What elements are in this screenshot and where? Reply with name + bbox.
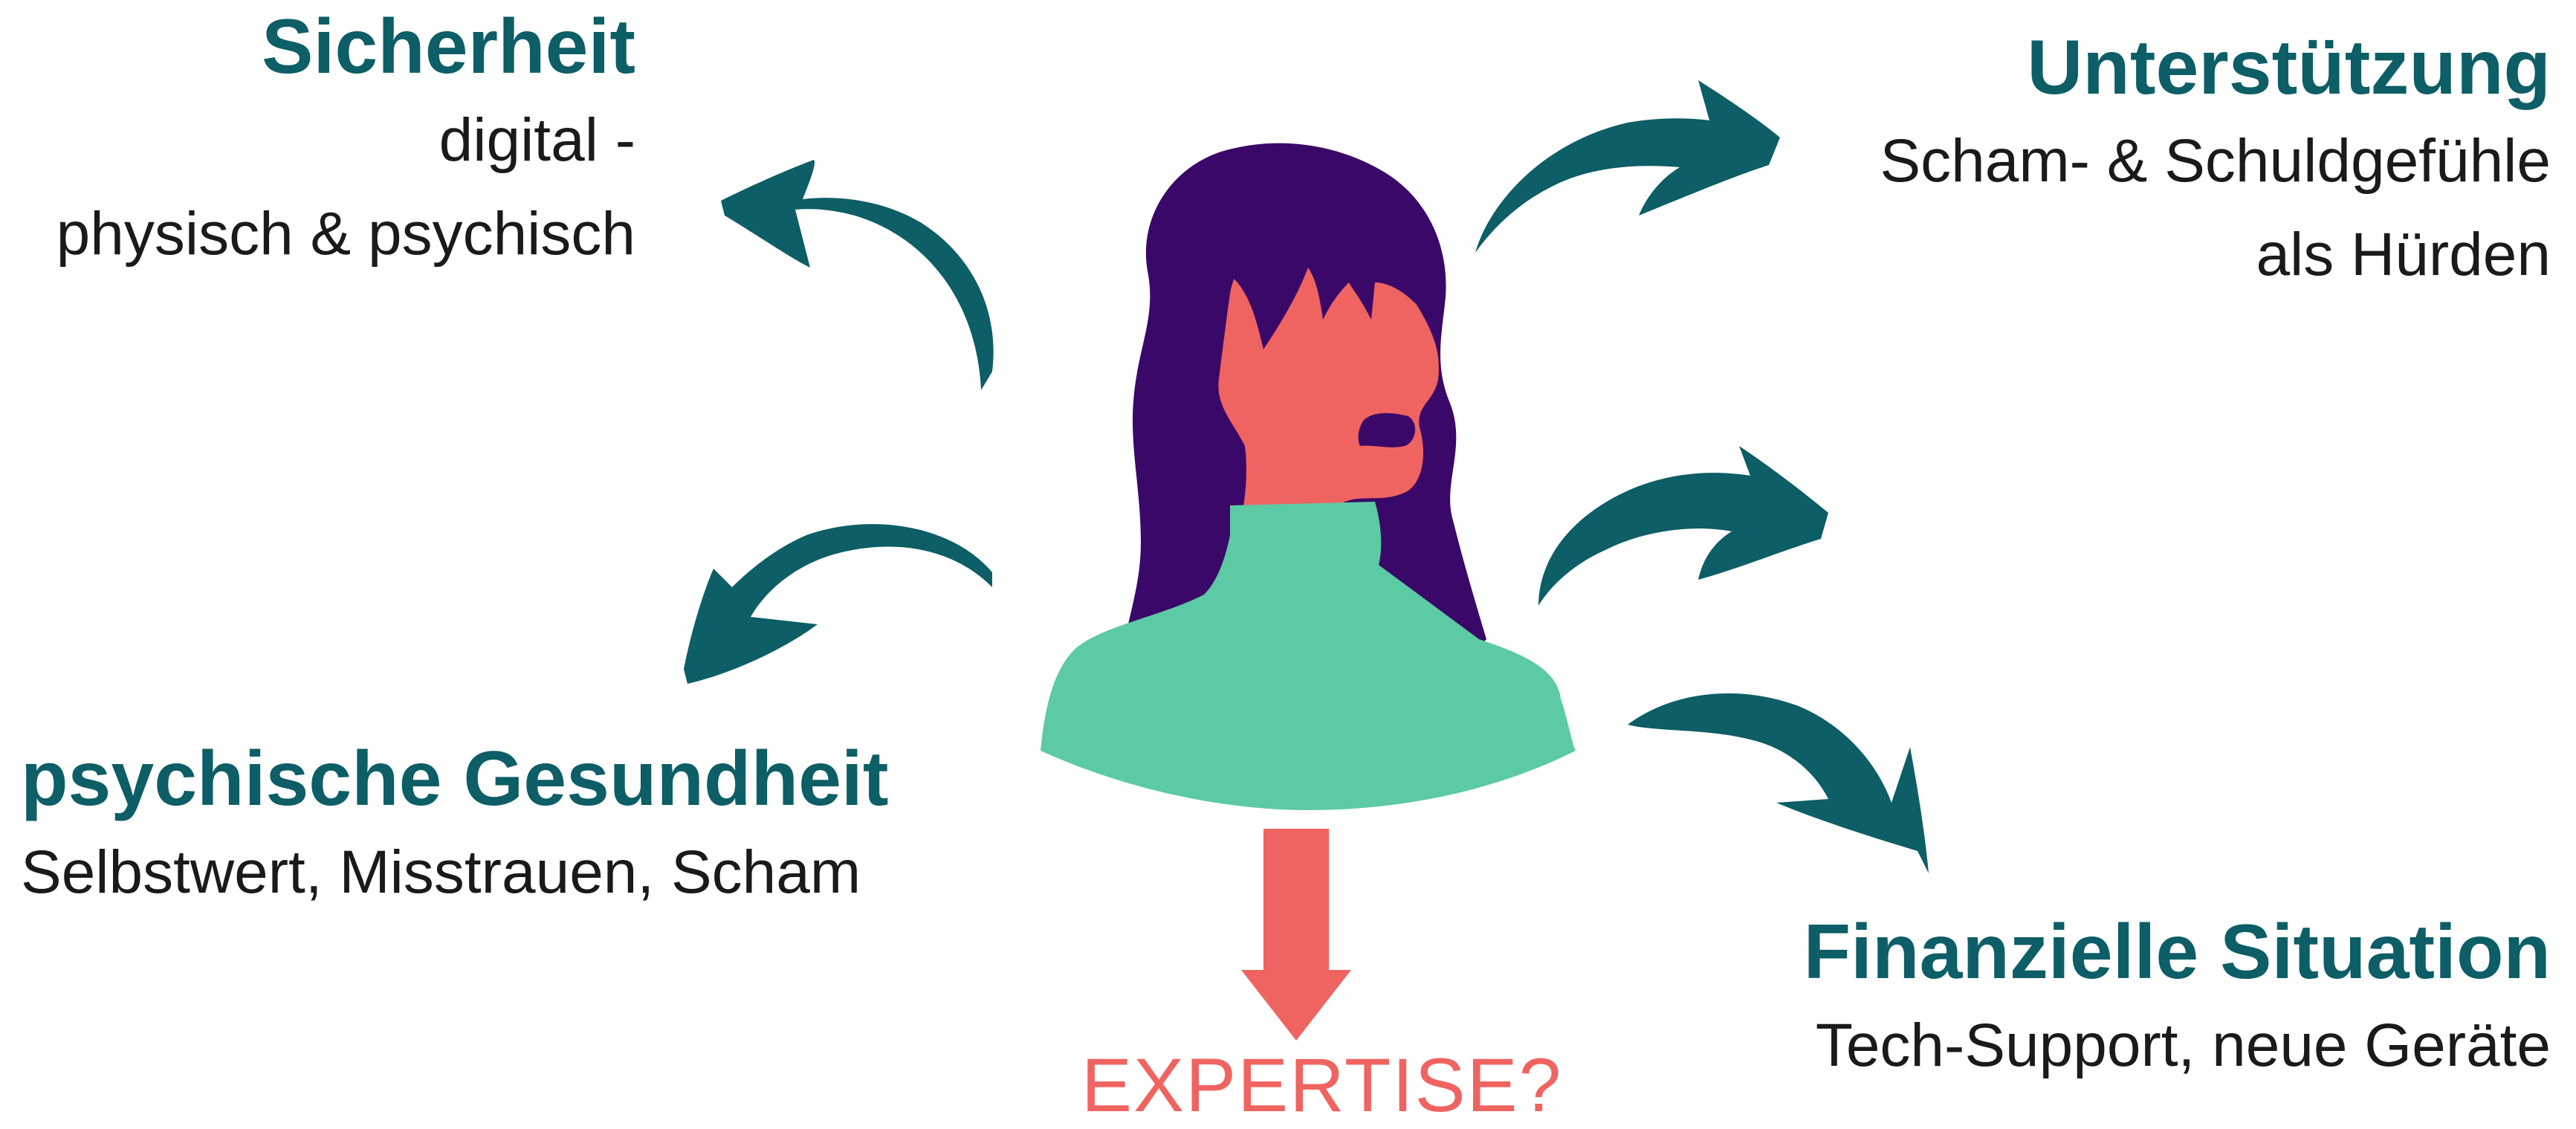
expertise-label: EXPERTISE?: [1081, 1043, 1563, 1128]
topic-description-line: Selbstwert, Misstrauen, Scham: [21, 838, 861, 906]
arrow-to-sicherheit: [721, 160, 994, 390]
topic-title: Sicherheit: [262, 4, 635, 90]
topic-description-line: Tech-Support, neue Geräte: [1815, 1012, 2551, 1079]
arrow-to-finanzielle-situation-upper: [1538, 446, 1828, 606]
curved-arrow-icon: [721, 160, 994, 390]
down-arrow-icon: [1241, 829, 1351, 1041]
curved-arrow-icon: [684, 524, 992, 684]
topic-title: psychische Gesundheit: [21, 736, 889, 822]
curved-arrow-icon: [1538, 446, 1828, 606]
topic-description-line: physisch & psychisch: [56, 200, 635, 268]
mouth-shape: [1358, 413, 1416, 447]
topic-psychische-gesundheit: psychische Gesundheit Selbstwert, Misstr…: [21, 732, 888, 919]
topic-unterstuetzung: Unterstützung Scham- & Schuldgefühle als…: [1880, 21, 2551, 302]
down-arrow-head: [1241, 970, 1351, 1041]
topic-title: Finanzielle Situation: [1803, 909, 2551, 995]
arrow-to-finanzielle-situation-lower: [1628, 693, 1929, 873]
arrow-to-psychische-gesundheit: [684, 524, 992, 684]
turtleneck-shape: [1041, 502, 1576, 810]
down-arrow-shaft: [1263, 829, 1329, 970]
topic-title: Unterstützung: [2027, 25, 2551, 111]
woman-portrait-icon: [1041, 143, 1576, 810]
arrow-to-unterstuetzung: [1475, 80, 1780, 253]
curved-arrow-icon: [1628, 693, 1929, 873]
curved-arrow-icon: [1475, 80, 1780, 253]
topic-finanzielle-situation: Finanzielle Situation Tech-Support, neue…: [1804, 905, 2551, 1093]
topic-description-line: als Hürden: [2256, 221, 2551, 288]
topic-description-line: digital -: [438, 106, 635, 174]
hair-fringe: [1219, 196, 1425, 349]
topic-description-line: Scham- & Schuldgefühle: [1880, 127, 2551, 195]
topic-sicherheit: Sicherheit digital - physisch & psychisc…: [56, 0, 635, 281]
